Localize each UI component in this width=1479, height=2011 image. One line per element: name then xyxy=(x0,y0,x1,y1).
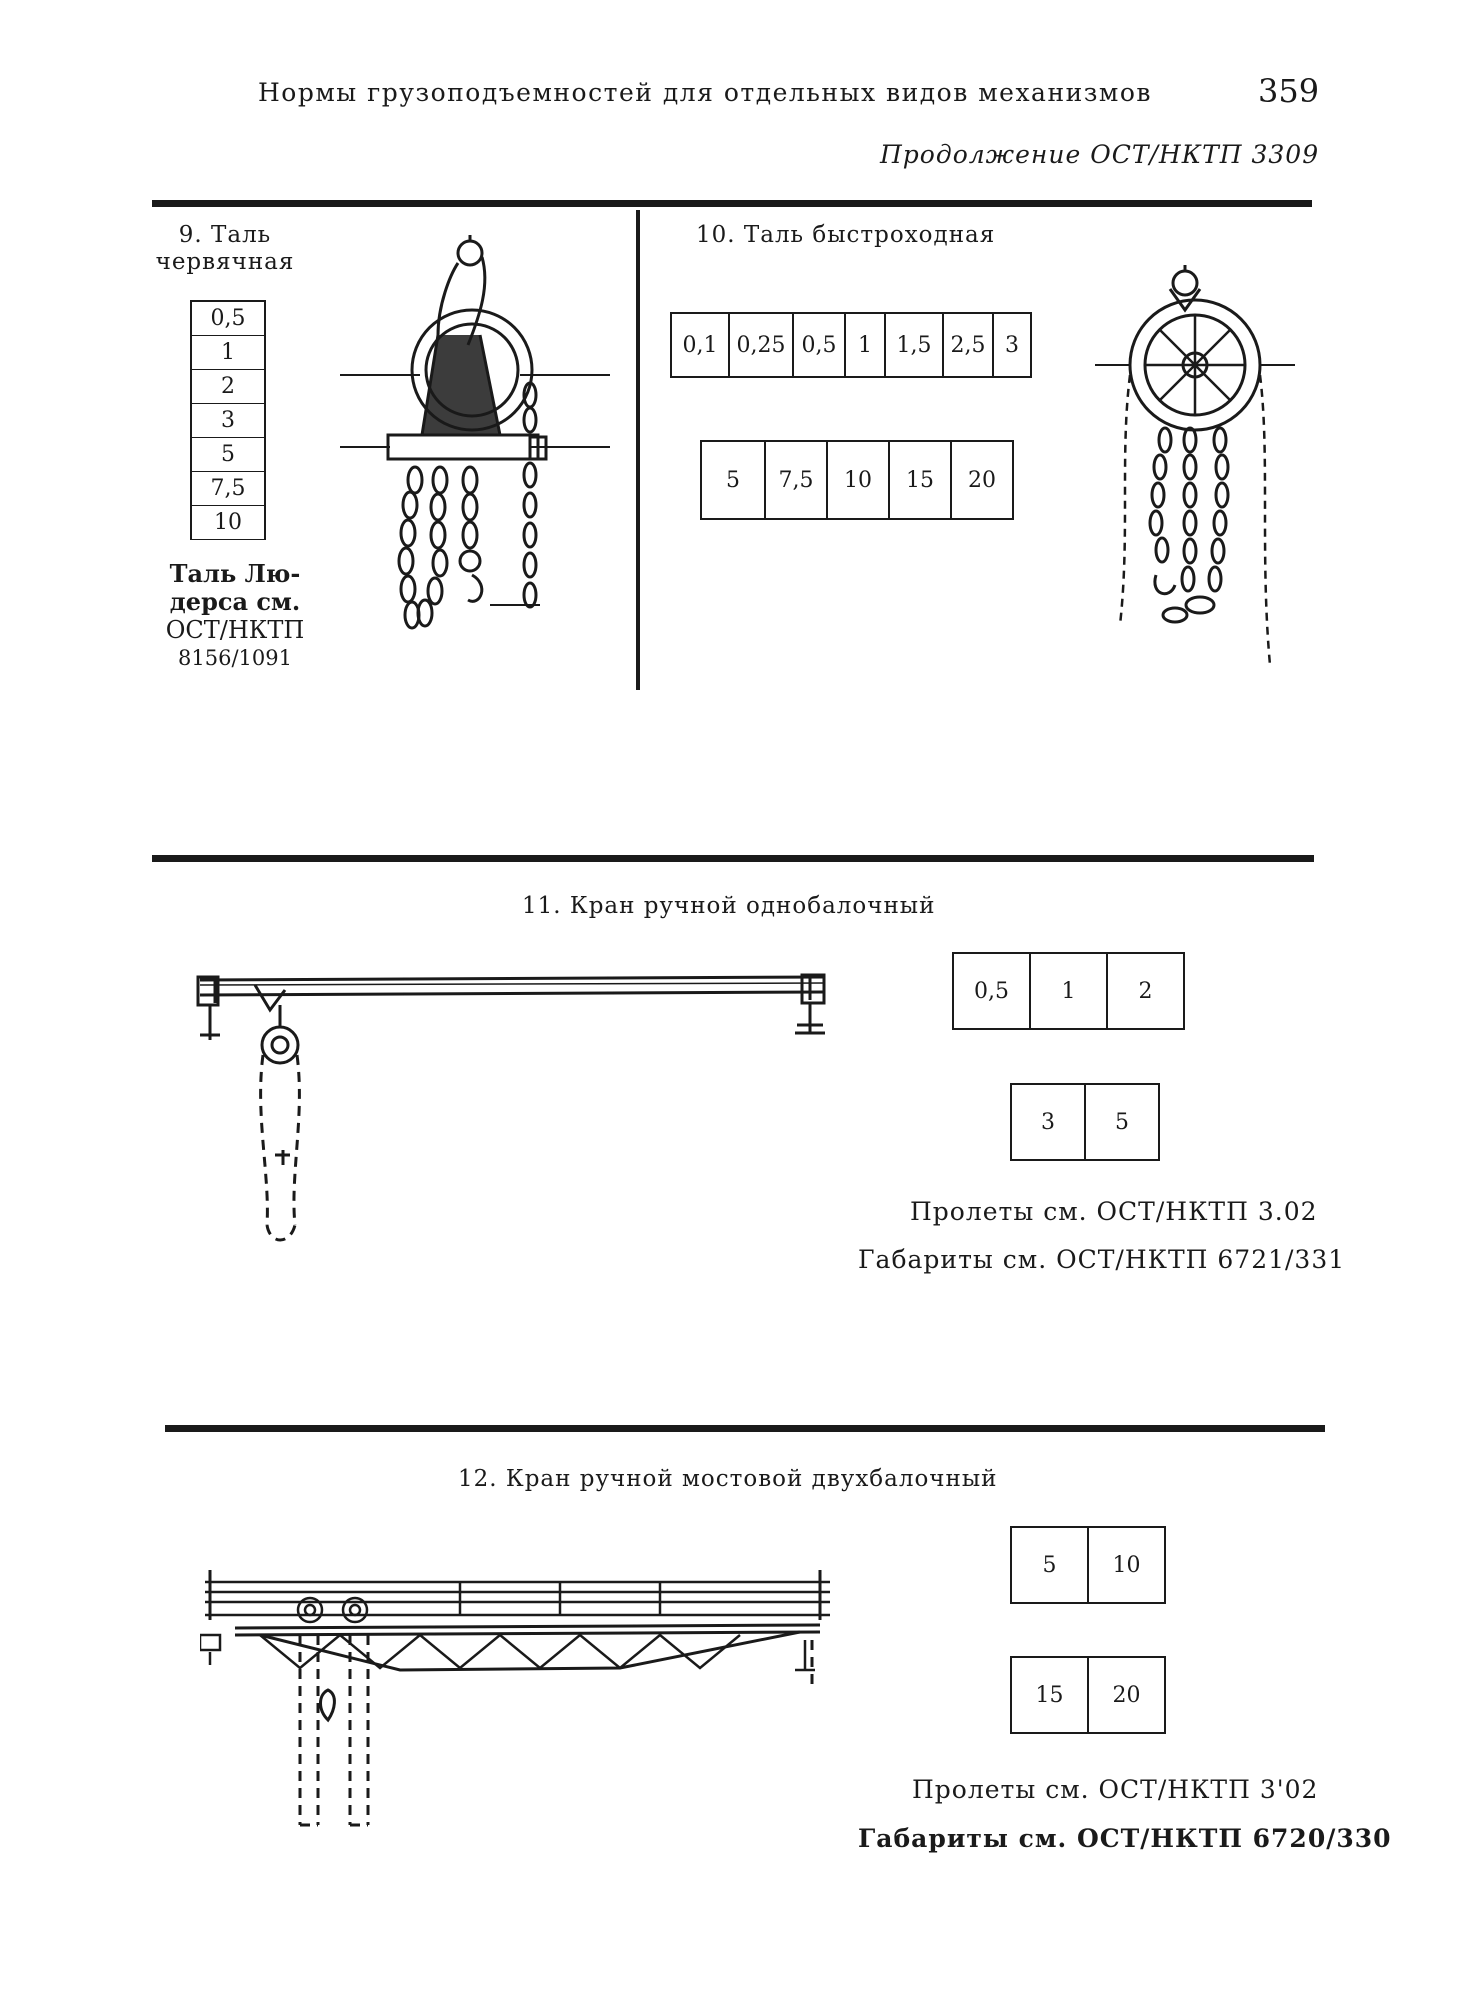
item12-capacity-row1: 5 10 xyxy=(1010,1526,1166,1604)
table-cell: 3 xyxy=(1010,1083,1086,1161)
table-row: 0,5 1 2 xyxy=(952,952,1185,1030)
table-cell: 3 xyxy=(190,403,266,438)
table-cell: 10 xyxy=(190,505,266,540)
table-row: 0,5 xyxy=(190,300,266,336)
table-row: 7,5 xyxy=(190,471,266,506)
single-girder-crane-drawing xyxy=(196,973,826,1242)
table-cell: 0,1 xyxy=(670,312,730,378)
table-row: 5 10 xyxy=(1010,1526,1166,1604)
item11-capacity-row2: 3 5 xyxy=(1010,1083,1160,1161)
table-cell: 5 xyxy=(700,440,766,520)
table-row: 5 xyxy=(190,437,266,472)
chain-right xyxy=(458,465,484,603)
item9-note-line3: ОСТ/НКТП xyxy=(165,616,305,644)
item9-note-line4: 8156/1091 xyxy=(178,646,292,670)
item12-title: 12. Кран ручной мостовой двухбалочный xyxy=(458,1466,998,1492)
table-cell: 2,5 xyxy=(942,312,994,378)
double-girder-crane-drawing xyxy=(200,1570,830,1827)
item9-title-line2: червячная xyxy=(155,249,295,275)
item12-spans-ref: Пролеты см. ОСТ/НКТП 3'02 xyxy=(912,1775,1319,1804)
item9-note-line1: Таль Лю- xyxy=(169,559,301,588)
table-cell: 10 xyxy=(826,440,890,520)
table-cell: 7,5 xyxy=(190,471,266,506)
table-cell: 1 xyxy=(844,312,886,378)
table-row: 5 7,5 10 15 20 xyxy=(700,440,1014,520)
table-row: 10 xyxy=(190,505,266,540)
item9-title-line1: 9. Таль xyxy=(178,222,272,248)
table-row: 15 20 xyxy=(1010,1656,1166,1734)
running-title: Нормы грузоподъемностей для отдельных ви… xyxy=(258,78,1152,107)
table-cell: 1 xyxy=(1029,952,1108,1030)
table-cell: 20 xyxy=(1087,1656,1166,1734)
table-cell: 0,5 xyxy=(952,952,1031,1030)
table-cell: 5 xyxy=(1010,1526,1089,1604)
item9-title: 9. Таль червячная xyxy=(150,222,300,276)
table-cell: 0,5 xyxy=(190,300,266,336)
item10-title: 10. Таль быстроходная xyxy=(696,222,996,248)
table-cell: 5 xyxy=(190,437,266,472)
item10-capacity-row2: 5 7,5 10 15 20 xyxy=(700,440,1014,520)
top-rule xyxy=(152,200,1312,207)
item12-capacity-row2: 15 20 xyxy=(1010,1656,1166,1734)
rule-item12 xyxy=(165,1425,1325,1432)
table-cell: 20 xyxy=(950,440,1014,520)
continuation-note: Продолжение ОСТ/НКТП 3309 xyxy=(880,140,1320,169)
worm-hoist-drawing xyxy=(340,235,610,630)
table-row: 3 5 xyxy=(1010,1083,1160,1161)
table-row: 0,1 0,25 0,5 1 1,5 2,5 3 xyxy=(670,312,1032,378)
fast-hoist-drawing xyxy=(1095,265,1295,666)
table-cell: 5 xyxy=(1084,1083,1160,1161)
item9-capacity-table: 0,5 1 2 3 5 7,5 10 xyxy=(190,300,266,540)
table-cell: 1,5 xyxy=(884,312,944,378)
item9-note-line2: дерса см. xyxy=(169,587,301,616)
table-row: 2 xyxy=(190,369,266,404)
page-number: 359 xyxy=(1258,72,1320,110)
item11-spans-ref: Пролеты см. ОСТ/НКТП 3.02 xyxy=(910,1197,1318,1226)
item11-title: 11. Кран ручной однобалочный xyxy=(522,893,936,919)
table-row: 1 xyxy=(190,335,266,370)
table-cell: 15 xyxy=(888,440,952,520)
item9-note: Таль Лю- дерса см. ОСТ/НКТП 8156/1091 xyxy=(150,560,320,672)
table-cell: 3 xyxy=(992,312,1032,378)
chain-left xyxy=(397,465,449,630)
hand-chain xyxy=(490,381,540,609)
table-cell: 15 xyxy=(1010,1656,1089,1734)
table-cell: 2 xyxy=(190,369,266,404)
item10-capacity-row1: 0,1 0,25 0,5 1 1,5 2,5 3 xyxy=(670,312,1032,378)
item11-dims-ref: Габариты см. ОСТ/НКТП 6721/331 xyxy=(858,1245,1346,1274)
table-cell: 0,25 xyxy=(728,312,794,378)
rule-item11 xyxy=(152,855,1314,862)
table-cell: 7,5 xyxy=(764,440,828,520)
table-cell: 2 xyxy=(1106,952,1185,1030)
item11-capacity-row1: 0,5 1 2 xyxy=(952,952,1185,1030)
table-row: 3 xyxy=(190,403,266,438)
table-cell: 10 xyxy=(1087,1526,1166,1604)
item12-dims-ref: Габариты см. ОСТ/НКТП 6720/330 xyxy=(858,1824,1392,1853)
column-divider xyxy=(636,210,640,690)
table-cell: 0,5 xyxy=(792,312,846,378)
table-cell: 1 xyxy=(190,335,266,370)
